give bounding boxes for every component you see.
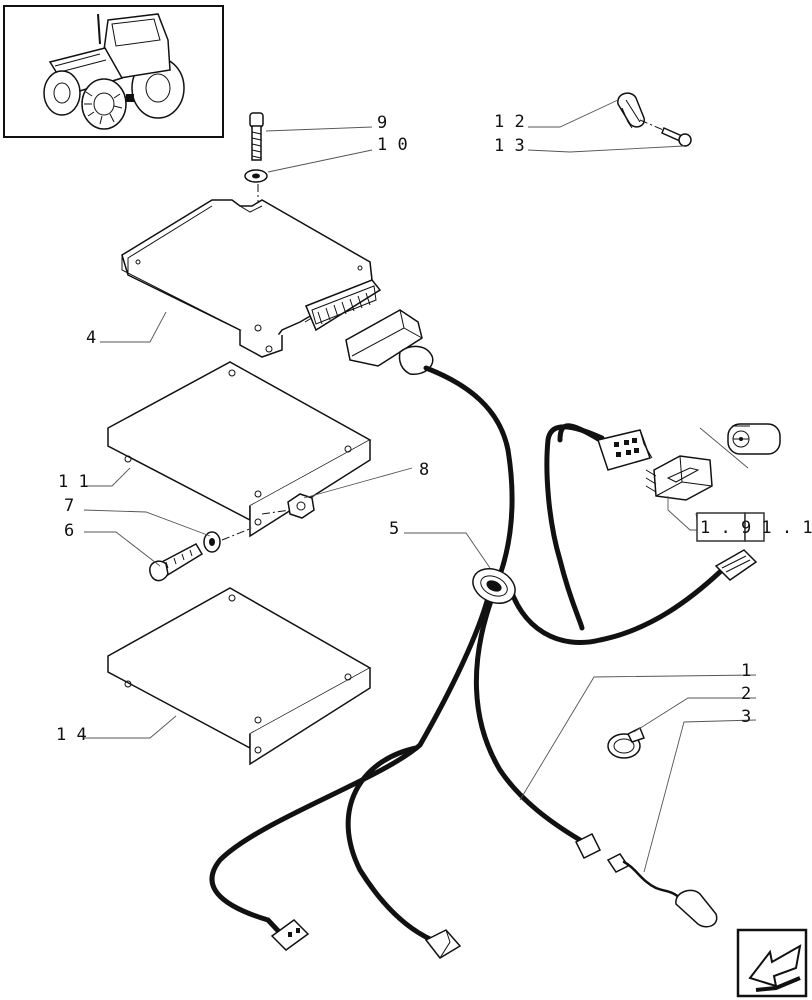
- grommet-5: [472, 568, 516, 604]
- control-unit-4: [121, 199, 382, 358]
- hose-clamp-2: [607, 726, 645, 759]
- bracket-11: [107, 361, 372, 538]
- callout-4: 4: [86, 328, 96, 348]
- callout-12: 1 2: [494, 112, 525, 132]
- callout-14: 1 4: [56, 725, 87, 745]
- callout-10: 1 0: [377, 135, 408, 155]
- bolt-6: [149, 543, 204, 582]
- callout-11: 1 1: [58, 472, 89, 492]
- nut-8: [261, 493, 315, 519]
- reference-box: 1 . 9 1 . 1: [696, 512, 812, 542]
- connector-bottom-mid: [424, 929, 462, 959]
- bolt-13: [661, 126, 692, 147]
- harness-plug: [345, 309, 434, 375]
- callout-13: 1 3: [494, 136, 525, 156]
- callout-7: 7: [64, 496, 74, 516]
- callout-2: 2: [741, 684, 751, 704]
- rocker-switch: [645, 455, 713, 501]
- callout-1: 1: [741, 661, 751, 681]
- callout-3: 3: [741, 707, 751, 727]
- connector-right: [714, 549, 758, 581]
- reference-text: 1 . 9 1 . 1: [700, 518, 812, 538]
- callout-9: 9: [377, 113, 387, 133]
- callout-8: 8: [419, 460, 429, 480]
- wiring-harness-1: [209, 365, 725, 943]
- connector-bottom-right: [574, 832, 602, 860]
- callout-5: 5: [389, 519, 399, 539]
- washer-7: [203, 531, 221, 553]
- washer-10: [244, 169, 268, 183]
- connector-bottom-left: [270, 919, 310, 951]
- next-page-arrow-icon[interactable]: [736, 928, 808, 998]
- sensor-3: [606, 853, 718, 928]
- callout-6: 6: [64, 521, 74, 541]
- bracket-14: [107, 587, 372, 766]
- tractor-thumbnail: [3, 5, 224, 138]
- bolt-9: [249, 112, 264, 161]
- clip-12: [617, 92, 645, 129]
- connector-square: [597, 429, 653, 471]
- steering-wheel-icon: [727, 423, 781, 455]
